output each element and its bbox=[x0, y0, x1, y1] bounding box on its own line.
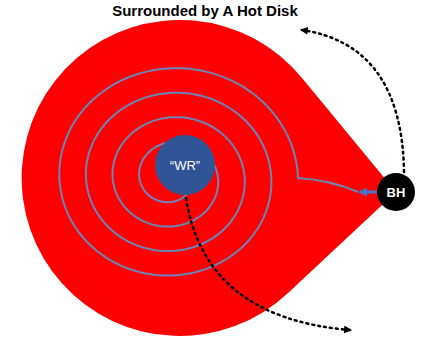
title-text: Surrounded by A Hot Disk bbox=[112, 2, 298, 19]
star-circle: “WR” bbox=[155, 135, 215, 195]
node-label: BH bbox=[387, 185, 406, 200]
orbit-arrow bbox=[186, 198, 350, 330]
orbit-arrow bbox=[302, 30, 404, 172]
accretion-spiral bbox=[59, 68, 358, 275]
node-label: “WR” bbox=[170, 158, 200, 173]
hot-disk bbox=[22, 20, 396, 336]
black-hole-circle: BH bbox=[377, 173, 415, 211]
